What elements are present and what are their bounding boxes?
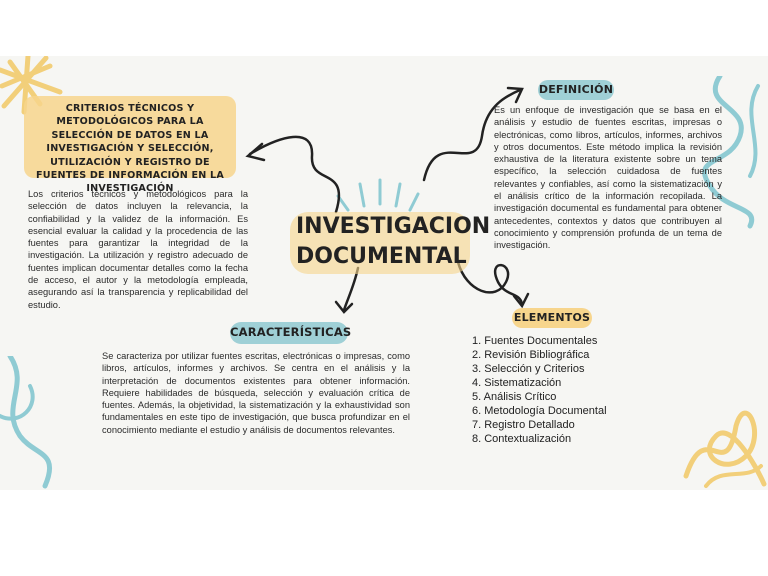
definicion-body: Es un enfoque de investigación que se ba… [494,104,722,252]
elementos-item: 7. Registro Detallado [472,418,652,432]
caracteristicas-body: Se caracteriza por utilizar fuentes escr… [102,350,410,436]
center-title-line2: DOCUMENTAL [296,242,464,272]
arrow-to-criterios-icon [240,126,350,216]
elementos-item: 2. Revisión Bibliográfica [472,348,652,362]
elementos-item: 8. Contextualización [472,432,652,446]
center-title-line1: INVESTIGACION [296,212,464,242]
elementos-item: 4. Sistematización [472,376,652,390]
mind-map-poster: CRITERIOS TÉCNICOS Y METODOLÓGICOS PARA … [0,56,768,490]
criterios-body: Los criterios técnicos y metodológicos p… [28,188,248,311]
elementos-item: 3. Selección y Criterios [472,362,652,376]
elementos-item: 1. Fuentes Documentales [472,334,652,348]
blue-swirl-bottom-left-icon [0,356,70,490]
elementos-heading: ELEMENTOS [512,311,592,325]
definicion-heading: DEFINICIÓN [538,83,614,97]
elementos-item: 5. Análisis Crítico [472,390,652,404]
yellow-scribble-bottom-right-icon [676,396,768,490]
elementos-item: 6. Metodología Documental [472,404,652,418]
caracteristicas-heading: CARACTERÍSTICAS [230,325,348,340]
criterios-heading: CRITERIOS TÉCNICOS Y METODOLÓGICOS PARA … [26,102,234,196]
elementos-list: 1. Fuentes Documentales 2. Revisión Bibl… [472,334,652,446]
center-title: INVESTIGACION DOCUMENTAL [296,212,464,272]
